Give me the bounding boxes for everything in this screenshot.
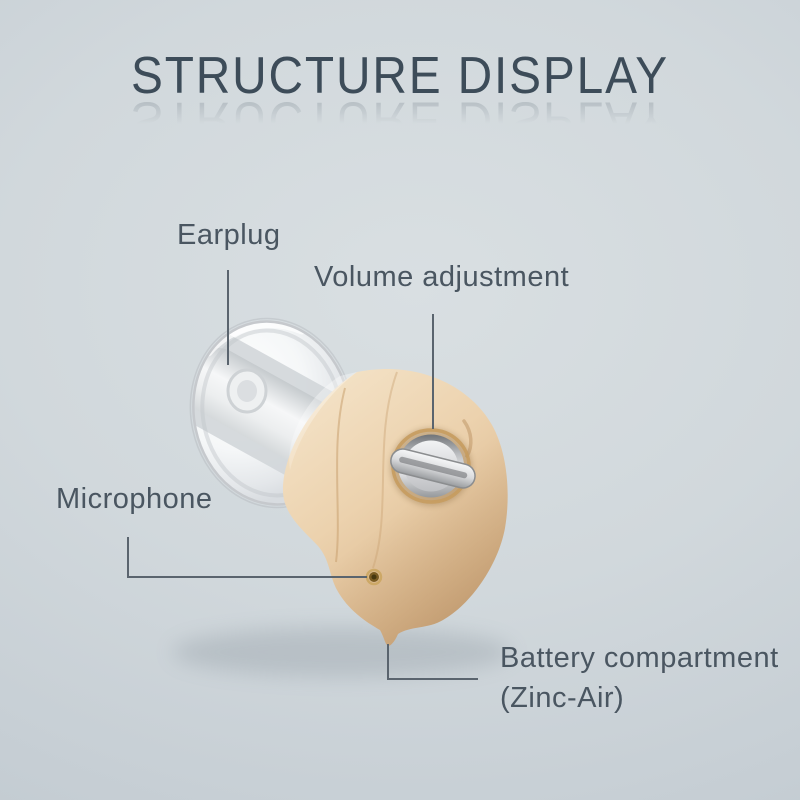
- label-volume-adjustment: Volume adjustment: [314, 261, 570, 293]
- label-battery-line2: (Zinc-Air): [500, 682, 625, 714]
- microphone-port: [365, 568, 383, 586]
- title-block: STRUCTURE DISPLAY STRUCTURE DISPLAY: [0, 46, 800, 150]
- callout-line-battery: [387, 644, 478, 680]
- label-battery-compartment: Battery compartment (Zinc-Air): [500, 638, 779, 718]
- shell-seam: [372, 371, 398, 569]
- callout-line-microphone: [127, 537, 367, 578]
- label-earplug: Earplug: [177, 219, 281, 251]
- device-shadow: [172, 627, 512, 677]
- volume-lever: [390, 448, 476, 489]
- label-battery-line1: Battery compartment: [500, 642, 779, 674]
- page-title: STRUCTURE DISPLAY: [130, 47, 670, 105]
- body-shell: [282, 369, 508, 646]
- volume-dial: [390, 428, 476, 506]
- label-microphone: Microphone: [56, 483, 213, 515]
- shell-seam: [335, 387, 346, 563]
